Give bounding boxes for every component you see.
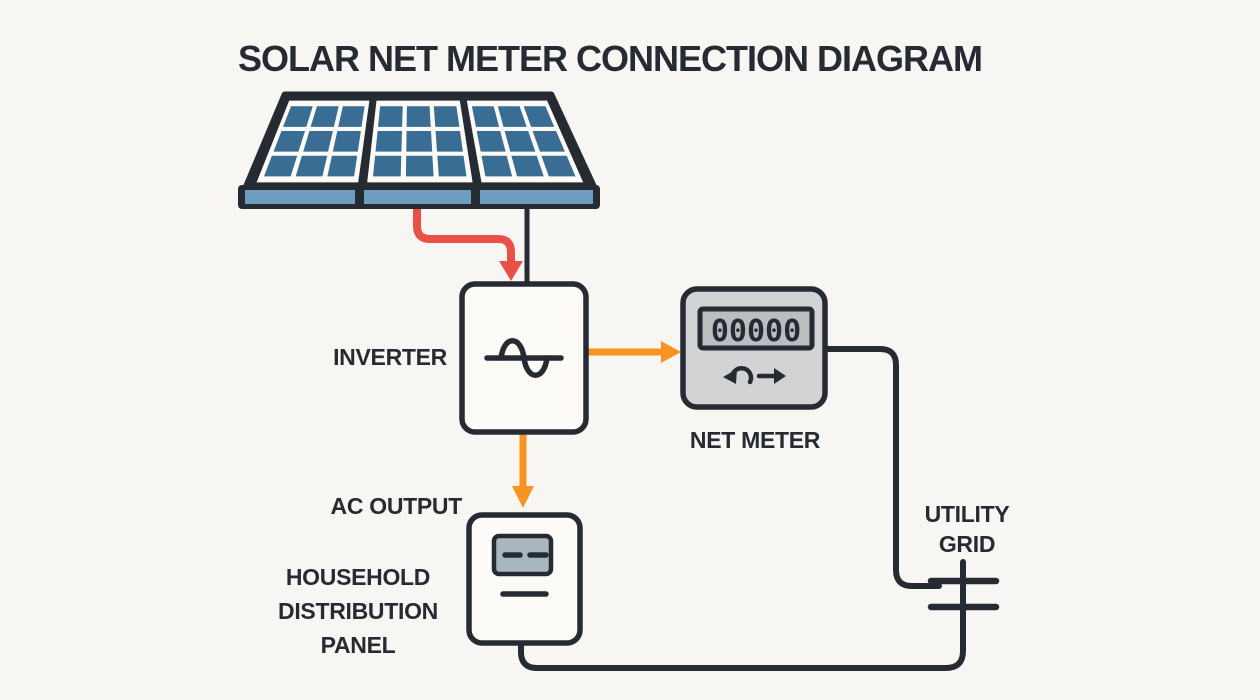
wire-panel-to-grid [518,559,966,671]
solar-cell [378,106,403,127]
distribution-panel-box [466,512,583,646]
orange-arrowhead-right-icon [661,341,681,363]
net-meter-display [697,306,815,351]
solar-cell [303,131,333,152]
net-meter-box: 00000 [680,286,828,410]
solar-cell [273,131,305,152]
solar-cell [406,131,433,152]
solar-edge-segment [245,190,355,204]
solar-cell [511,155,544,177]
household-panel-label: HOUSEHOLD DISTRIBUTION PANEL [278,564,438,658]
solar-cell [504,131,536,152]
solar-cell [295,155,328,177]
utility-grid-symbol [927,577,1000,611]
solar-cell [471,106,500,127]
utility-grid-label: UTILITY GRID [924,501,1010,557]
solar-edge-segment [480,190,593,204]
wires [413,200,966,671]
solar-cell [523,106,555,127]
solar-cell [327,155,358,177]
solar-cell [283,106,313,127]
solar-array-edge [238,185,600,209]
solar-cell [373,155,402,177]
solar-cell [437,155,467,177]
page-title: SOLAR NET METER CONNECTION DIAGRAM [238,38,983,79]
red-arrowhead-icon [499,261,523,281]
inverter-box [459,281,589,435]
solar-cell [532,131,565,152]
inverter-label: INVERTER [333,344,447,370]
solar-cell [497,106,527,127]
solar-cell [433,106,460,127]
sine-wave-icon [484,338,564,378]
solar-cell [375,131,402,152]
solar-cell [476,131,506,152]
u-turn-left-arrow-icon [723,366,754,385]
right-arrow-icon [756,368,786,384]
orange-arrowhead-down-icon [512,486,534,508]
net-meter-label: NET METER [689,427,821,453]
solar-cell [332,131,361,152]
dc-wire-red [413,200,515,266]
solar-cell [338,106,365,127]
solar-cell [541,155,576,177]
solar-cell [264,155,298,177]
solar-cell [310,106,339,127]
solar-cell [405,155,434,177]
ac-output-label: AC OUTPUT [330,493,463,519]
solar-array [242,91,598,192]
solar-cell [435,131,463,152]
solar-cell [481,155,513,177]
wire-meter-to-grid [820,346,942,589]
solar-edge-segment [364,190,471,204]
net-meter-reading: 00000 [711,314,801,349]
solar-cell [406,106,431,127]
